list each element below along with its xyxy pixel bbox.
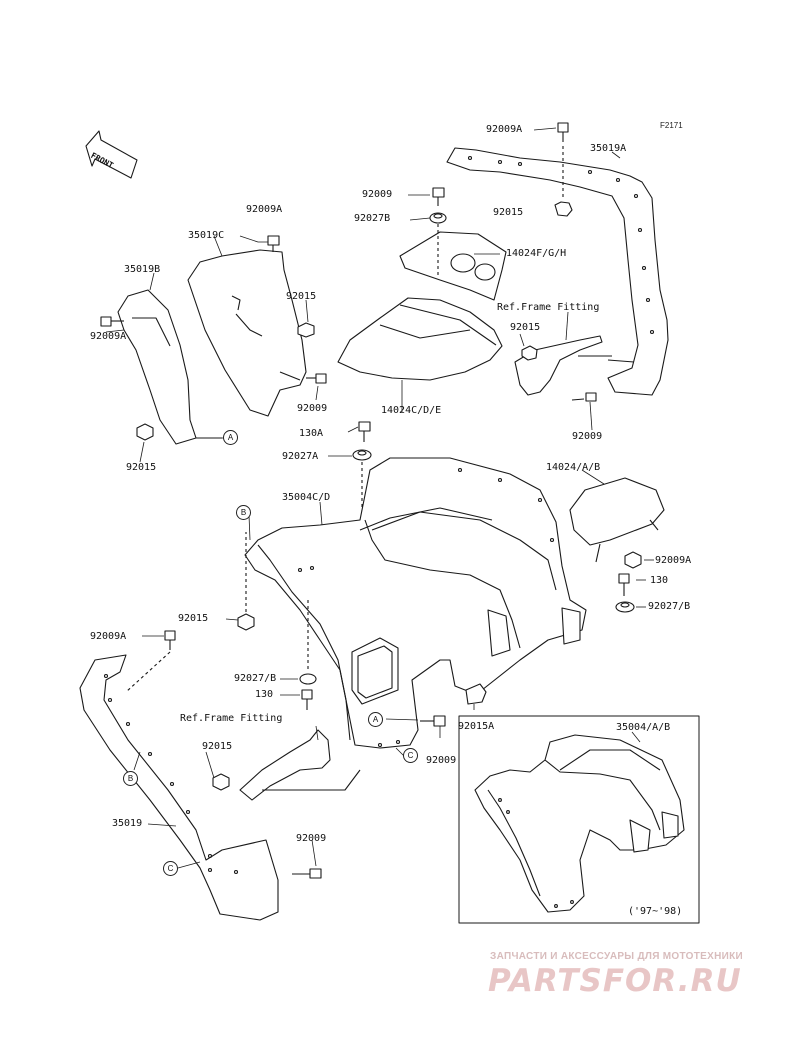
label-35019A: 35019A: [590, 143, 627, 154]
watermark-logo: PARTSFOR.RU: [488, 963, 742, 999]
label-92027B-m: 92027/B: [234, 673, 277, 684]
label-92015-lb: 92015: [202, 741, 233, 752]
nut-icon: [237, 613, 255, 631]
front-fender-35004AB: [474, 734, 685, 913]
label-92027A: 92027A: [282, 451, 319, 462]
nut-icon: [297, 322, 315, 338]
label-130A: 130A: [299, 428, 324, 439]
grommet-icon: [299, 673, 317, 685]
label-92015-m: 92015: [178, 613, 209, 624]
bolt-icon: [358, 421, 371, 442]
nut-icon: [212, 773, 230, 791]
label-92009-c: 92009: [297, 403, 328, 414]
label-ref-frame-2: Ref.Frame Fitting: [180, 713, 283, 724]
cover-14024FGH: [399, 231, 507, 301]
bolt-icon: [164, 630, 176, 650]
bolt-icon: [267, 235, 280, 252]
label-92027B-r: 92027/B: [648, 601, 691, 612]
label-92015A: 92015A: [458, 721, 495, 732]
fender-flap-35019A: [446, 147, 669, 396]
nut-icon: [624, 551, 642, 569]
ref-marker-a: A: [223, 430, 238, 445]
ref-marker-c: C: [163, 861, 178, 876]
label-35019B: 35019B: [124, 264, 161, 275]
bolt-icon: [306, 373, 327, 384]
cover-14024AB: [569, 477, 665, 563]
side-cover-35019B: [117, 289, 197, 445]
label-130-m: 130: [255, 689, 274, 700]
label-92009A-top: 92009A: [486, 124, 523, 135]
nut-icon: [521, 345, 538, 361]
front-arrow-icon: [85, 130, 138, 179]
side-cover-35019C: [187, 249, 307, 417]
ref-marker-c: C: [403, 748, 418, 763]
bolt-icon: [301, 689, 313, 710]
label-35019C: 35019C: [188, 230, 225, 241]
label-92009-m: 92009: [426, 755, 457, 766]
label-130-r: 130: [650, 575, 669, 586]
front-fender-35004CD: [244, 457, 587, 749]
label-92009-b: 92009: [296, 833, 327, 844]
label-92009A-lb: 92009A: [90, 631, 127, 642]
fender-flap-35019: [79, 654, 279, 921]
label-years: ('97~'98): [628, 906, 683, 917]
nut-icon: [136, 423, 154, 441]
frame-bracket-2: [239, 729, 331, 801]
label-92015-c: 92015: [286, 291, 317, 302]
bolt-icon: [420, 715, 446, 727]
grommet-icon: [615, 601, 635, 613]
label-92009A-l: 92009A: [90, 331, 127, 342]
grommet-icon: [429, 212, 447, 224]
bolt-icon: [571, 392, 597, 402]
frame-bracket-1: [514, 335, 612, 396]
label-92009A-rm: 92009A: [655, 555, 692, 566]
label-35019: 35019: [112, 818, 143, 829]
grommet-icon: [352, 449, 372, 461]
inset-frame: [458, 715, 700, 924]
nut-icon: [554, 201, 573, 217]
label-35004AB: 35004/A/B: [616, 722, 671, 733]
ref-marker-b: B: [236, 505, 251, 520]
label-14024FGH: 14024F/G/H: [506, 248, 567, 259]
label-92015-r: 92015: [493, 207, 524, 218]
bolt-icon: [618, 573, 630, 596]
clip-icon: [465, 683, 487, 705]
label-92027B: 92027B: [354, 213, 391, 224]
label-92009A-c: 92009A: [246, 204, 283, 215]
label-35004CD: 35004C/D: [282, 492, 331, 503]
ref-marker-a: A: [368, 712, 383, 727]
label-92009-r: 92009: [572, 431, 603, 442]
leader-lines: [105, 127, 654, 869]
label-92015-rr: 92015: [510, 322, 541, 333]
ref-marker-b: B: [123, 771, 138, 786]
label-92009-a: 92009: [362, 189, 393, 200]
bolt-icon: [557, 122, 569, 142]
bolt-icon: [100, 316, 124, 327]
label-14024CDE: 14024C/D/E: [381, 405, 442, 416]
label-ref-frame-1: Ref.Frame Fitting: [497, 302, 600, 313]
cover-14024CDE: [337, 297, 503, 381]
figure-id: F2171: [660, 121, 683, 130]
watermark-tagline: ЗАПЧАСТИ И АКСЕССУАРЫ ДЛЯ МОТОТЕХНИКИ: [490, 951, 743, 962]
bolt-icon: [292, 868, 322, 879]
bolt-icon: [432, 187, 445, 206]
label-14024AB: 14024/A/B: [546, 462, 601, 473]
label-92015-l: 92015: [126, 462, 157, 473]
